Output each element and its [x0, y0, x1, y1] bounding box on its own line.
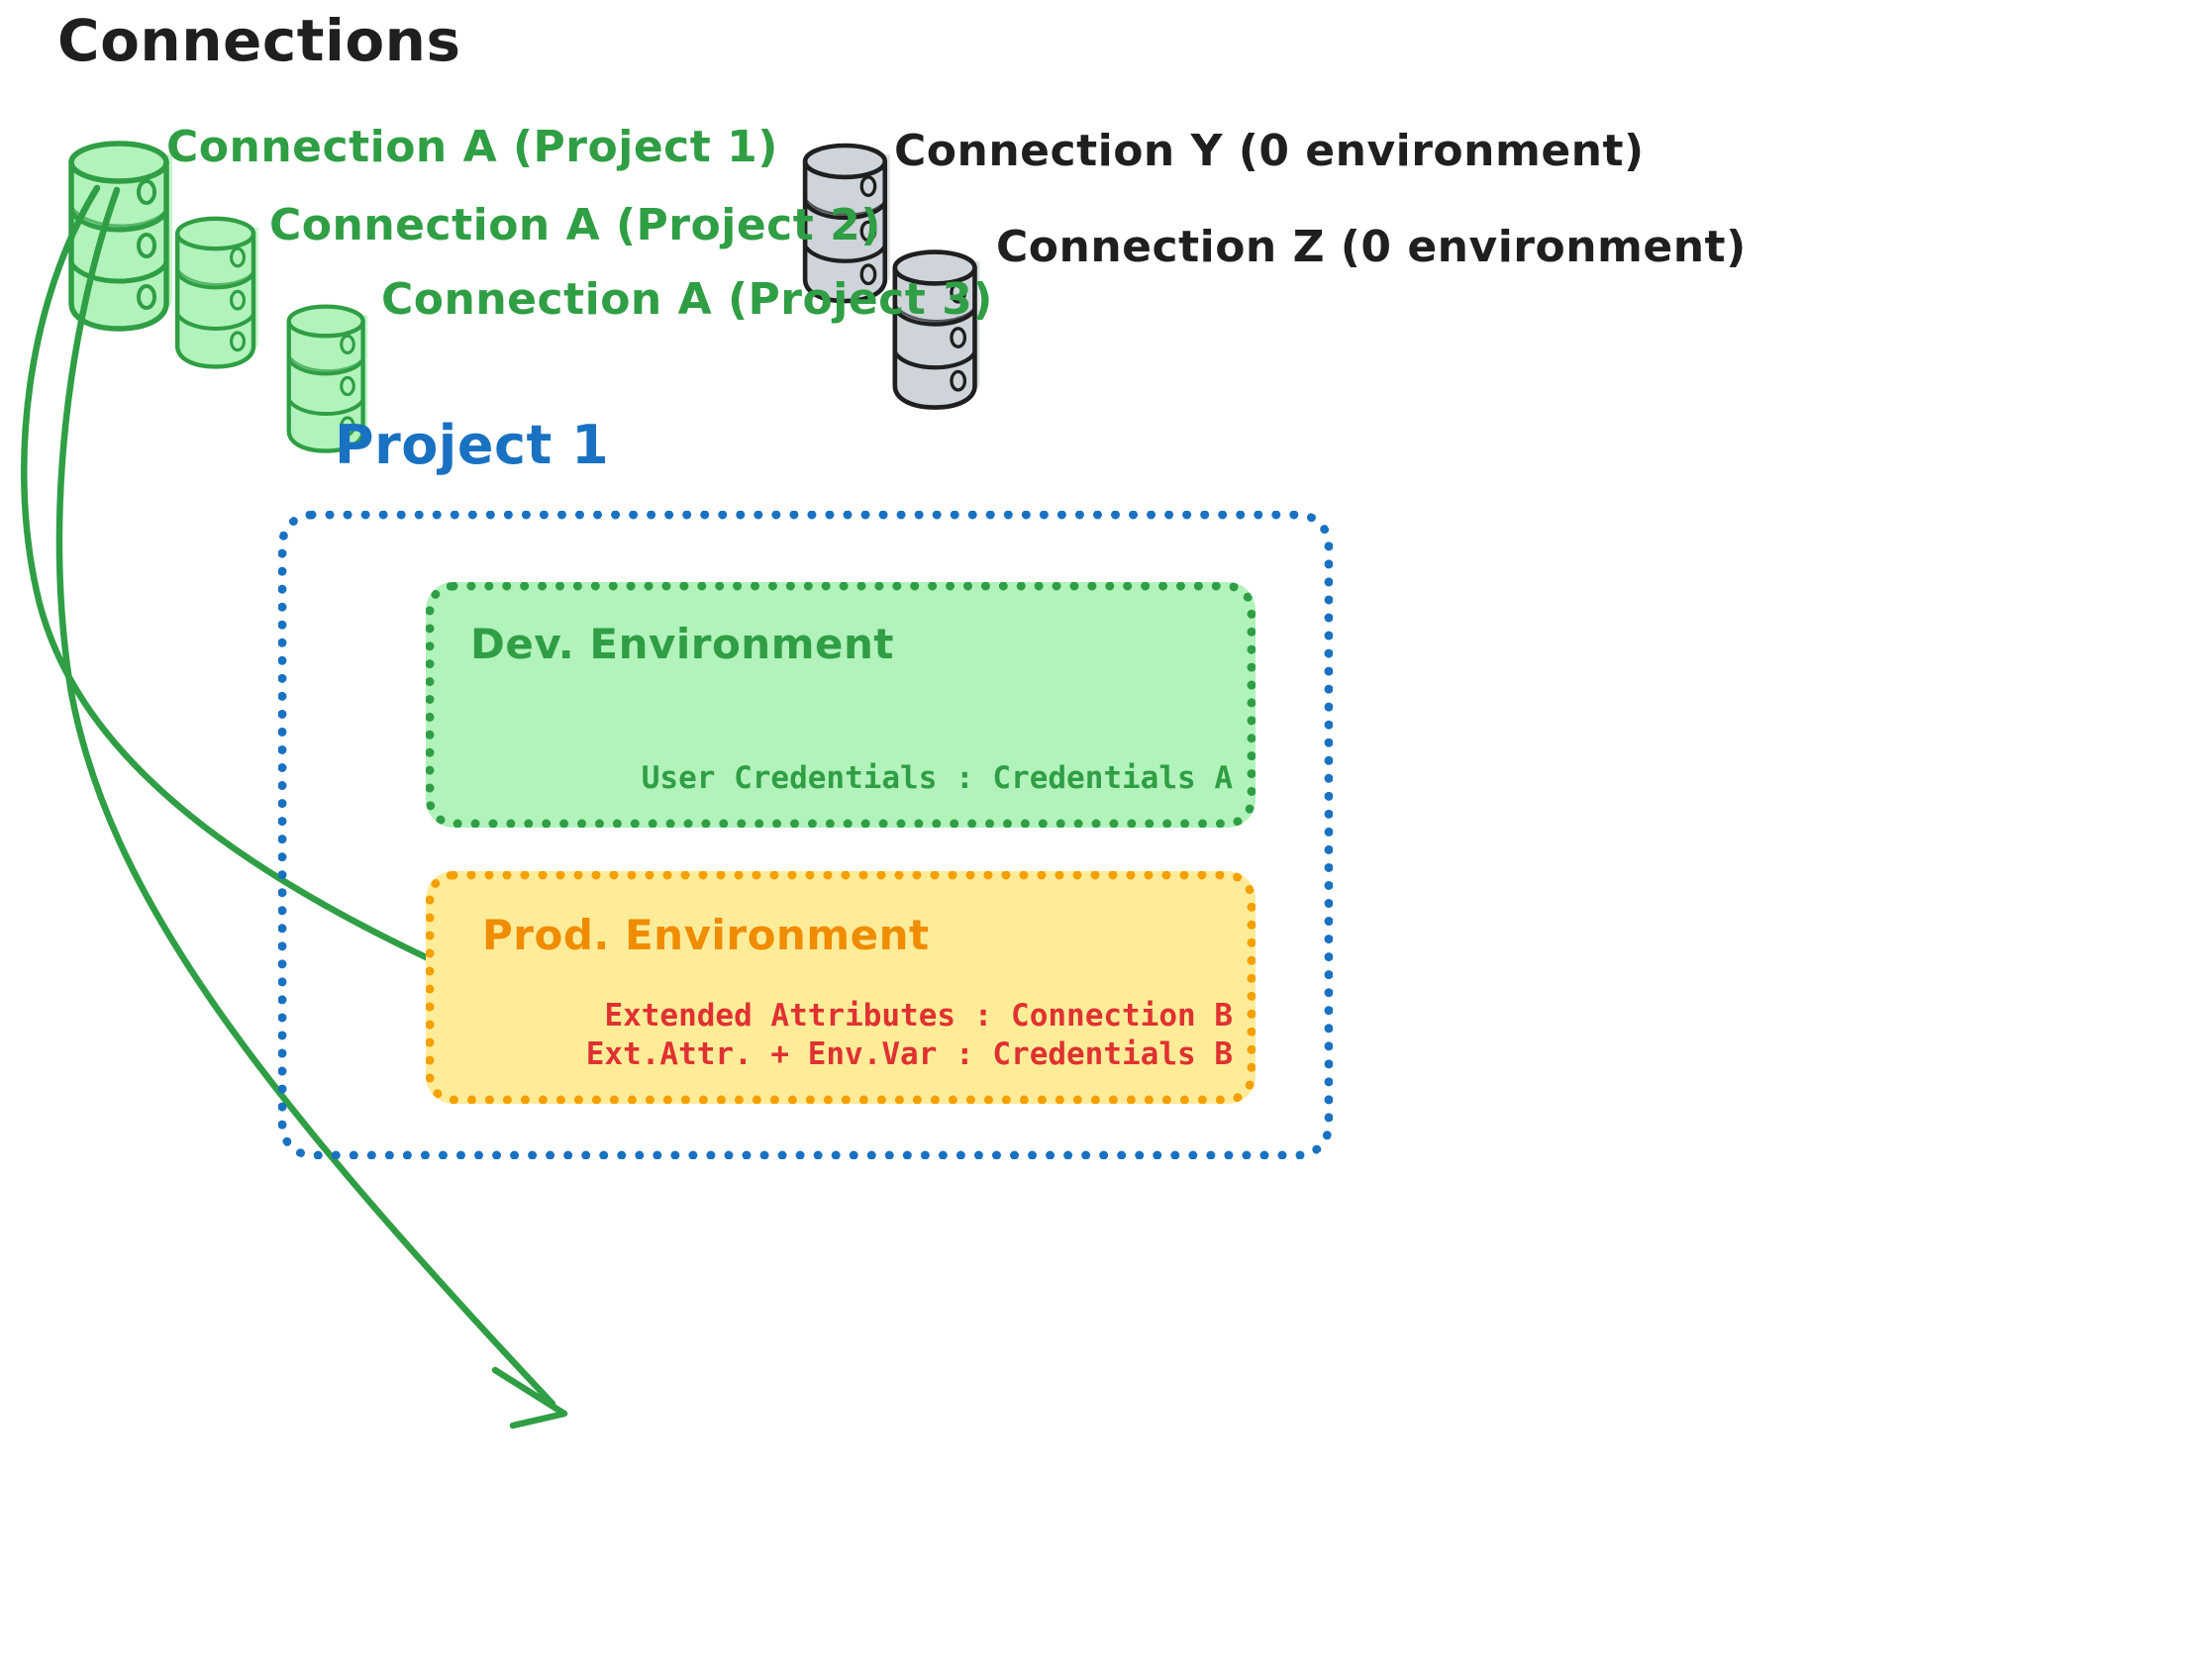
dev-environment-rows: User Credentials : Credentials A	[642, 759, 1233, 799]
dev-environment-title: Dev. Environment	[470, 620, 894, 668]
project-boundary-box	[278, 511, 1333, 1159]
prod-environment-box: Prod. Environment Extended Attributes : …	[426, 871, 1256, 1104]
prod-environment-rows: Extended Attributes : Connection B Ext.A…	[586, 997, 1233, 1075]
dev-environment-row: User Credentials : Credentials A	[641, 760, 1233, 797]
connection-label-a-project-3: Connection A (Project 3)	[381, 274, 993, 325]
prod-environment-row: Extended Attributes : Connection B	[604, 997, 1233, 1034]
dev-environment-box: Dev. Environment User Credentials : Cred…	[426, 582, 1256, 828]
project-title: Project 1	[335, 414, 610, 476]
connection-label-z: Connection Z (0 environment)	[996, 222, 1747, 272]
prod-environment-title: Prod. Environment	[482, 911, 930, 959]
page-title: Connections	[57, 7, 461, 74]
connection-label-a-project-2: Connection A (Project 2)	[269, 200, 881, 250]
connection-label-a-project-1: Connection A (Project 1)	[166, 122, 778, 172]
database-icon-connection-a-project-2	[177, 219, 258, 367]
connection-label-y: Connection Y (0 environment)	[894, 126, 1645, 176]
prod-environment-row: Ext.Attr. + Env.Var : Credentials B	[585, 1036, 1233, 1073]
